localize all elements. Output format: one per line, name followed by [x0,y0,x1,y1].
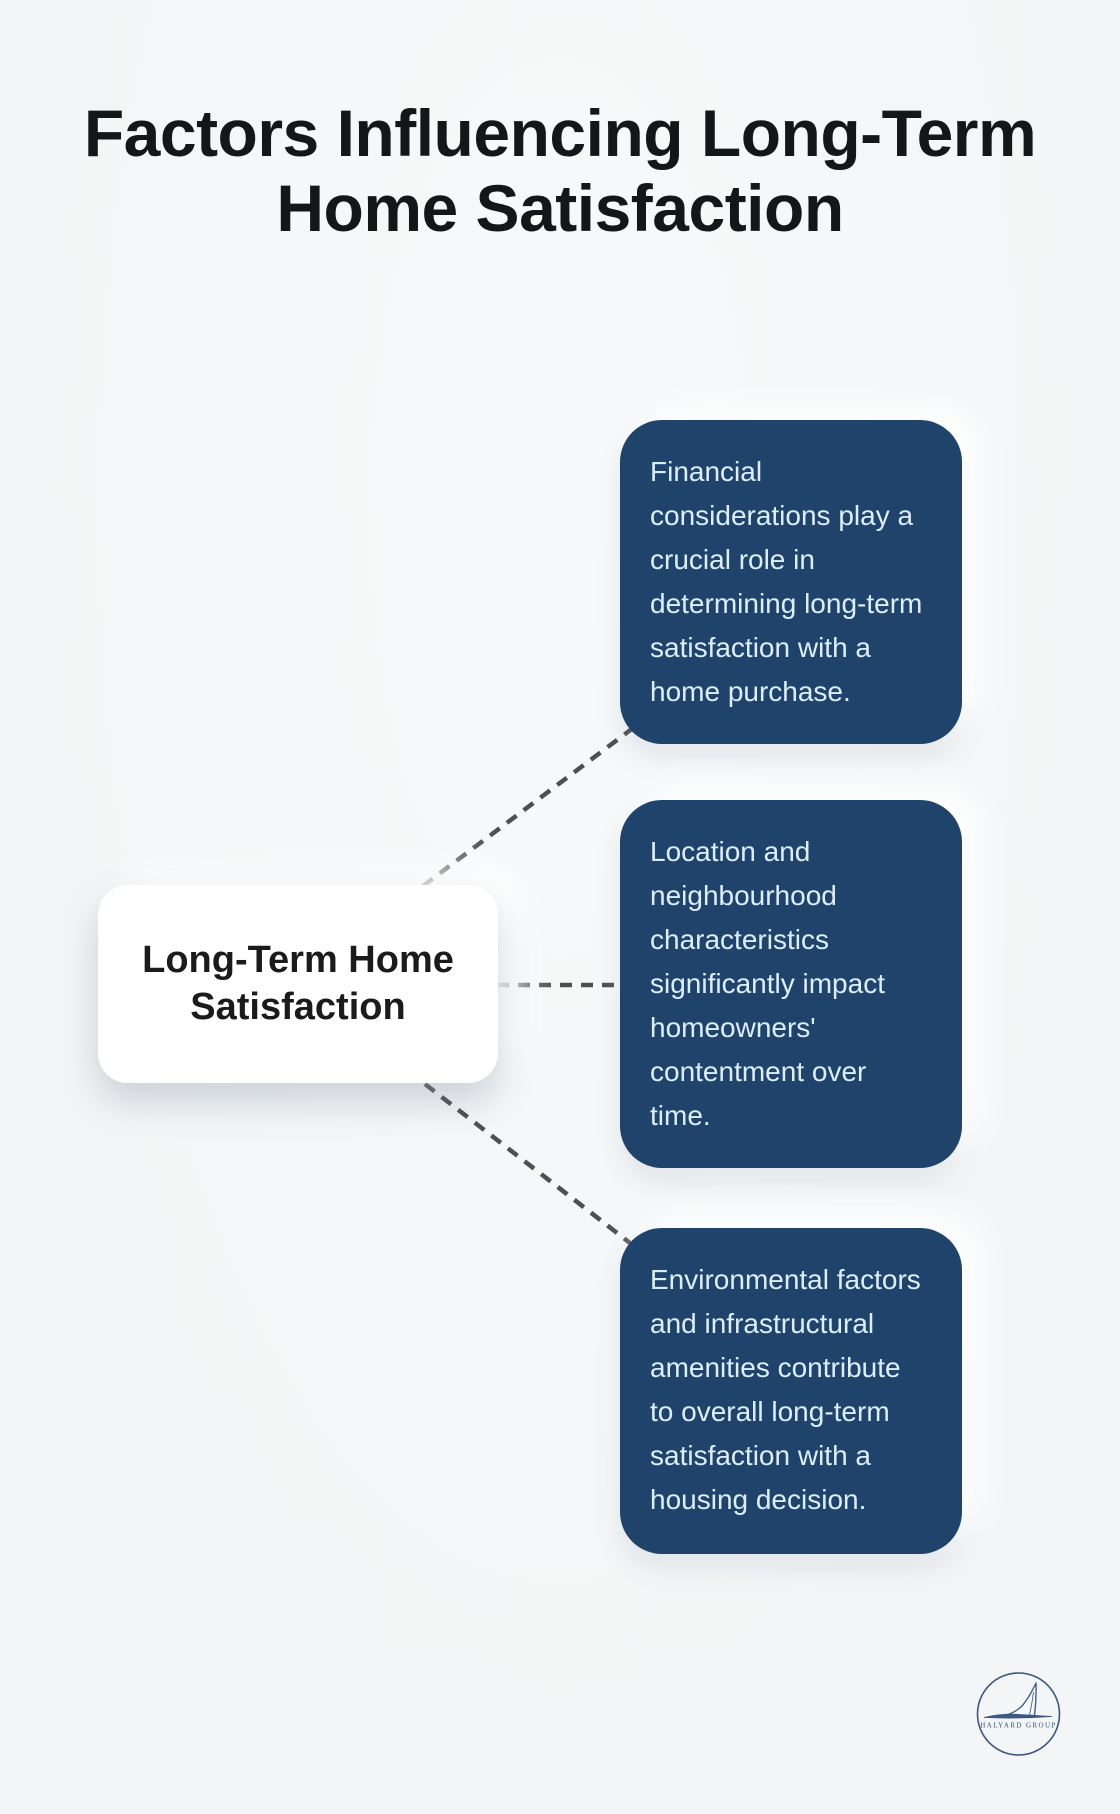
factor-card-financial: Financial considerations play a crucial … [620,420,962,744]
center-node-long-term-home-satisfaction: Long-Term Home Satisfaction [98,885,498,1083]
page-title: Factors Influencing Long-Term Home Satis… [83,96,1037,245]
logo-wordmark: HALYARD GROUP [980,1722,1056,1730]
logo-sail-inner-line [1029,1691,1034,1716]
logo-circle [976,1672,1061,1756]
factor-text-environment: Environmental factors and infrastructura… [650,1264,921,1515]
logo-hull-icon [983,1713,1053,1719]
factor-text-financial: Financial considerations play a crucial … [650,456,923,707]
factor-card-location: Location and neighbourhood characteristi… [620,800,962,1168]
factor-card-environment: Environmental factors and infrastructura… [620,1228,962,1554]
center-node-label: Long-Term Home Satisfaction [142,939,454,1028]
connector-line-financial [421,726,635,888]
connector-line-environment [423,1082,632,1245]
halyard-group-logo: HALYARD GROUP [976,1671,1061,1757]
logo-sail-icon [1002,1682,1037,1717]
factor-text-location: Location and neighbourhood characteristi… [650,836,885,1131]
